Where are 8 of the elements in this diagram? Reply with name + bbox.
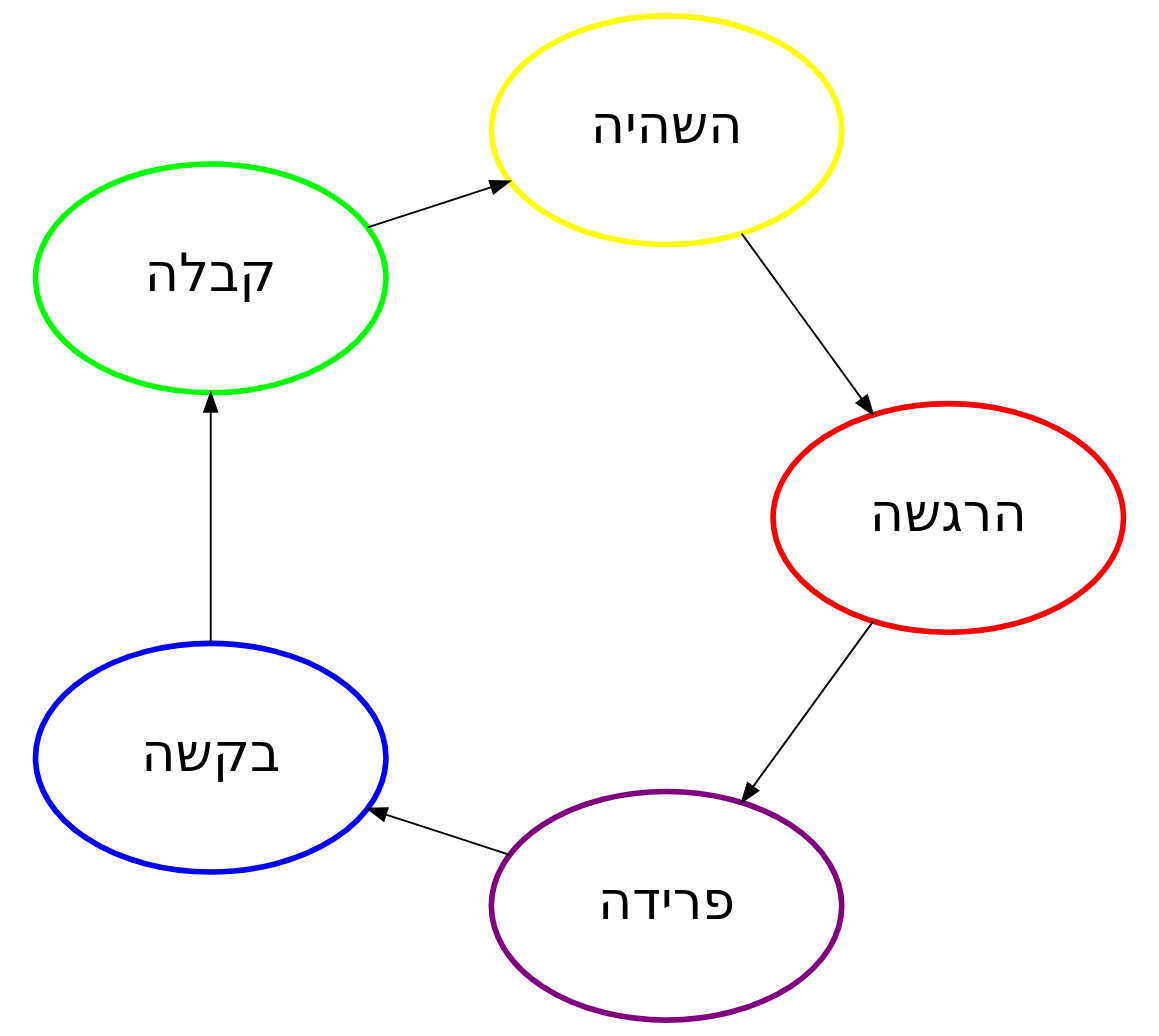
node-ellipse: פרידה [488,788,845,1023]
arrow [740,620,875,805]
arrow [202,390,219,644]
arrow [366,179,513,229]
arrow [740,232,875,417]
node-ellipse: הרגשה [770,400,1127,636]
arrow [365,807,511,856]
node-ellipse: קבלה [32,161,389,396]
